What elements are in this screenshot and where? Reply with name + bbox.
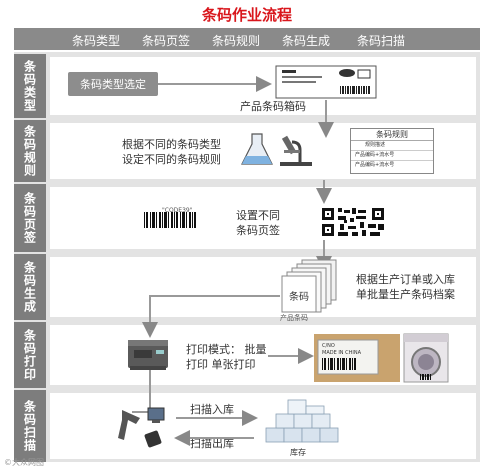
lane-gen-label: 条码生成 <box>14 254 46 320</box>
page-text-line1: 设置不同 <box>236 209 280 222</box>
barcode-type-select-button[interactable]: 条码类型选定 <box>68 72 158 96</box>
print-text-line1: 打印模式： 批量 <box>186 343 267 356</box>
carton-box-icon <box>314 334 400 382</box>
microscope-icon <box>280 135 312 166</box>
diagram-title: 条码作业流程 <box>201 6 292 24</box>
flask-icon <box>241 133 273 165</box>
lane-page-label: 条码页签 <box>14 184 46 252</box>
shipping-label-icon <box>275 65 377 99</box>
handheld-terminal-icon <box>144 430 162 448</box>
lane-rule-label: 条码规则 <box>14 120 46 182</box>
box-cno-text: C/NO <box>322 343 335 349</box>
product-box-code-caption: 产品条码箱码 <box>240 100 306 113</box>
rule-doc-row1: 规则描述 <box>351 141 433 151</box>
rule-doc-title: 条码规则 <box>351 129 433 141</box>
lane-gen: 条码生成 <box>14 254 480 320</box>
header-col-gen: 条码生成 <box>282 34 331 48</box>
lane-page-body <box>50 187 476 249</box>
rule-text-line1: 根据不同的条码类型 <box>122 138 221 151</box>
scanner-icon <box>118 410 140 440</box>
arrow-print-to-scan <box>132 382 151 413</box>
page-text-line2: 条码页签 <box>236 224 280 237</box>
rule-text-line2: 设定不同的条码规则 <box>122 153 221 166</box>
printer-icon <box>128 340 168 370</box>
print-text-line2: 打印 单张打印 <box>186 358 256 371</box>
code39-barcode-icon <box>144 212 196 228</box>
gen-text-line2: 单批量生产条码档案 <box>356 288 455 301</box>
gen-text-line1: 根据生产订单或入库 <box>356 273 455 286</box>
lane-scan-label: 条码扫描 <box>14 390 46 462</box>
lane-type-label: 条码类型 <box>14 54 46 118</box>
washing-machine-icon <box>403 333 449 383</box>
arrow-gen-to-print <box>142 295 280 338</box>
box-made-in-text: MADE IN CHINA <box>322 350 362 356</box>
watermark: ©大众网图 <box>4 458 44 467</box>
scan-computer-icon <box>147 407 165 423</box>
barcode-stack-icon <box>281 259 337 313</box>
header-col-page: 条码页签 <box>142 34 191 48</box>
header-col-rule: 条码规则 <box>212 34 261 48</box>
header-col-scan: 条码扫描 <box>357 34 406 48</box>
scan-in-label: 扫描入库 <box>190 403 234 416</box>
rule-document: 条码规则 规则描述 产品编码+流水号 产品编码+流水号 <box>350 128 434 174</box>
stack-label: 条码 <box>289 290 309 303</box>
scan-out-label: 扫描出库 <box>190 437 234 450</box>
inventory-label: 库存 <box>290 447 306 457</box>
inventory-boxes-icon <box>265 399 339 443</box>
qr-code-icon <box>322 208 384 236</box>
lane-page: 条码页签 <box>14 184 480 252</box>
lane-gen-body <box>50 257 476 317</box>
rule-doc-row2: 产品编码+流水号 <box>351 151 433 161</box>
rule-doc-row3: 产品编码+流水号 <box>355 162 395 168</box>
header-col-type: 条码类型 <box>72 34 121 48</box>
header-bar: 条码类型 条码页签 条码规则 条码生成 条码扫描 <box>14 28 480 50</box>
code39-caption: "CODE39" <box>162 207 193 214</box>
lane-print-label: 条码打印 <box>14 322 46 388</box>
stack-caption: 产品条码 <box>280 313 308 322</box>
